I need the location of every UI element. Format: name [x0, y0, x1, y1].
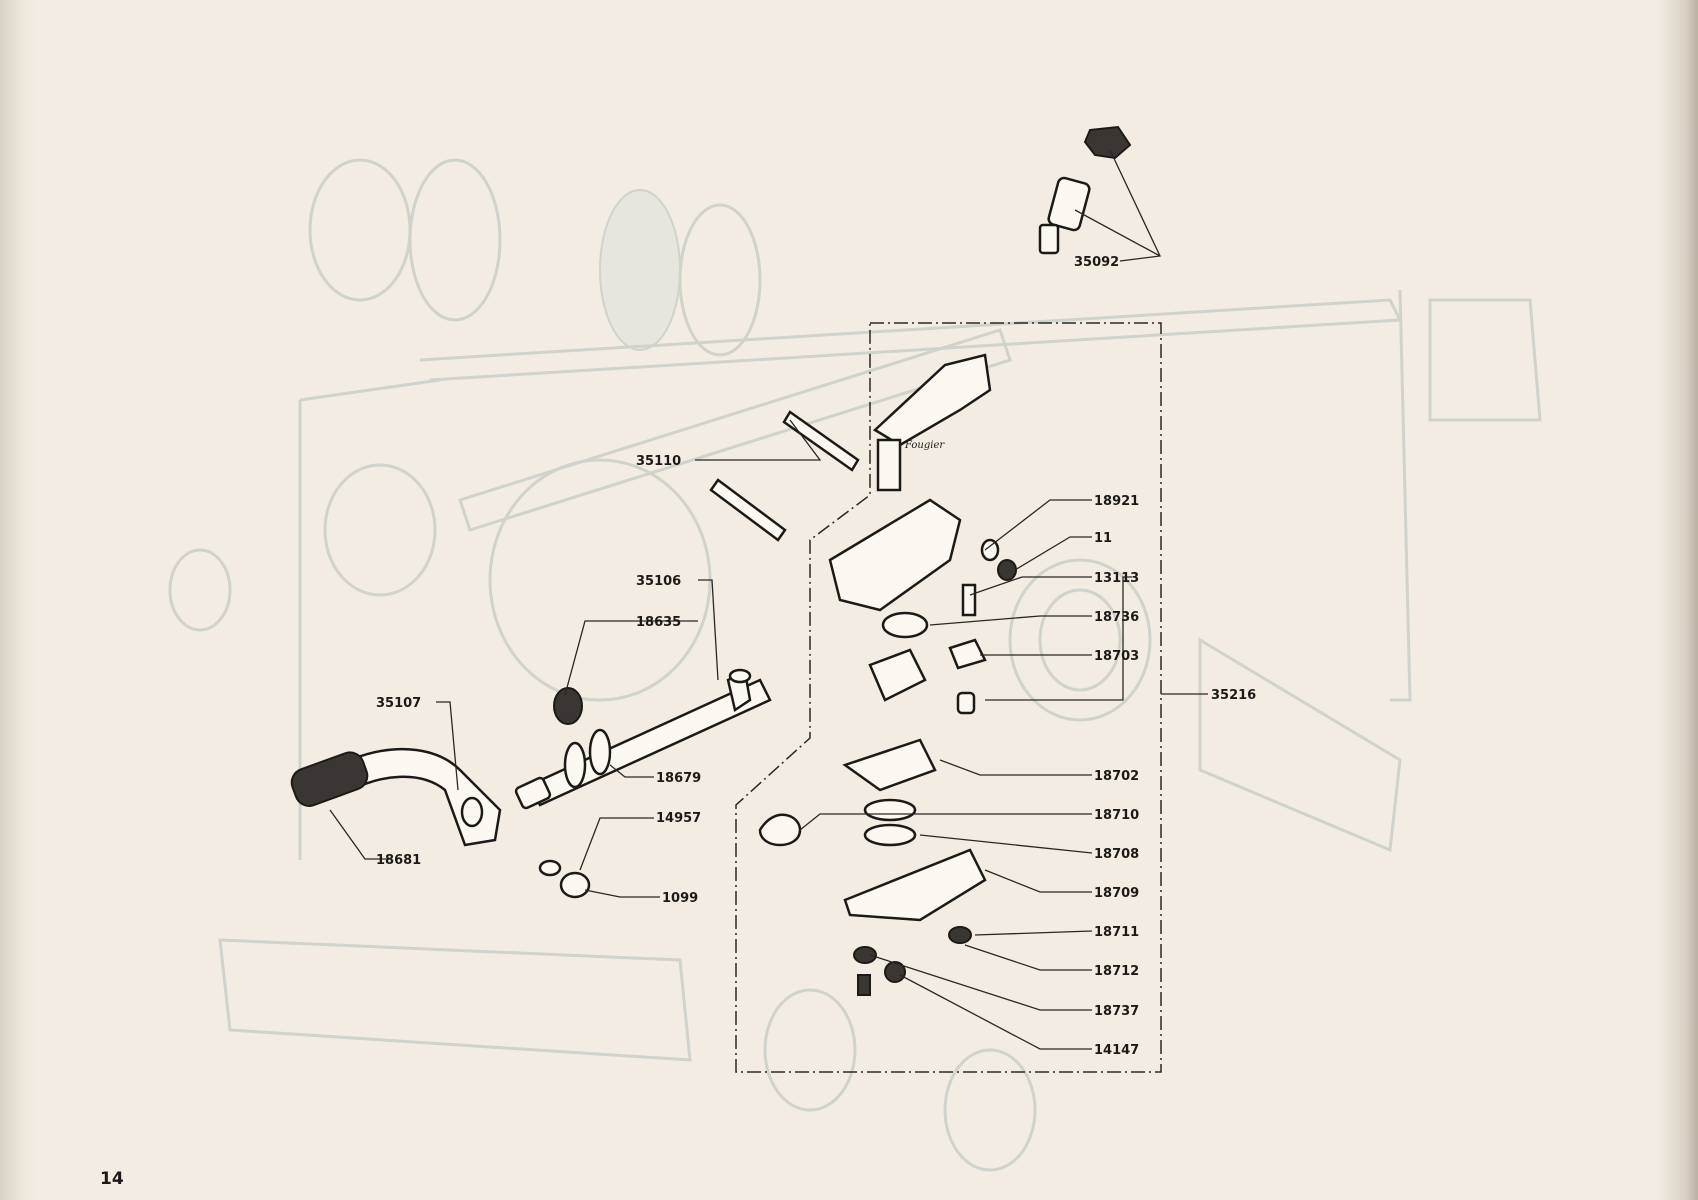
label-35106: 35106: [636, 574, 681, 589]
selector-plates: [758, 738, 987, 996]
selector-arm: Fougier: [872, 353, 992, 492]
background-engine-ghost: [168, 158, 1542, 1172]
page-right-edge: [1658, 0, 1698, 1200]
label-18737: 18737: [1094, 1004, 1139, 1019]
label-14147: 14147: [1094, 1043, 1139, 1058]
label-18681: 18681: [376, 853, 421, 868]
label-13113: 13113: [1094, 571, 1139, 586]
label-18709: 18709: [1094, 886, 1139, 901]
label-18679: 18679: [656, 771, 701, 786]
label-18710: 18710: [1094, 808, 1139, 823]
page-number: 14: [100, 1169, 124, 1189]
label-35092: 35092: [1074, 255, 1119, 270]
label-35107: 35107: [376, 696, 421, 711]
label-18703: 18703: [1094, 649, 1139, 664]
label-18702: 18702: [1094, 769, 1139, 784]
pivot-studs-35110: [709, 410, 860, 542]
label-11: 11: [1094, 531, 1112, 546]
label-18635: 18635: [636, 615, 681, 630]
kickstart-lever-35107: [290, 747, 502, 847]
page-binding-edge: [0, 0, 38, 1200]
assembly-35216-boundary: [735, 322, 1162, 1073]
label-1099: 1099: [662, 891, 698, 906]
label-14957: 14957: [656, 811, 701, 826]
adjuster-screw-35092: [1038, 125, 1132, 255]
label-18921: 18921: [1094, 494, 1139, 509]
leader-lines: [329, 149, 1208, 1050]
label-18736: 18736: [1094, 610, 1139, 625]
label-35216: 35216: [1211, 688, 1256, 703]
label-35110: 35110: [636, 454, 681, 469]
pedal-bolt-14957: [538, 859, 591, 899]
fougier-logo: Fougier: [904, 440, 945, 451]
label-18711: 18711: [1094, 925, 1139, 940]
selector-body: [828, 498, 1017, 715]
kickstart-shaft-35106: [514, 668, 772, 810]
label-18708: 18708: [1094, 847, 1139, 862]
label-18712: 18712: [1094, 964, 1139, 979]
